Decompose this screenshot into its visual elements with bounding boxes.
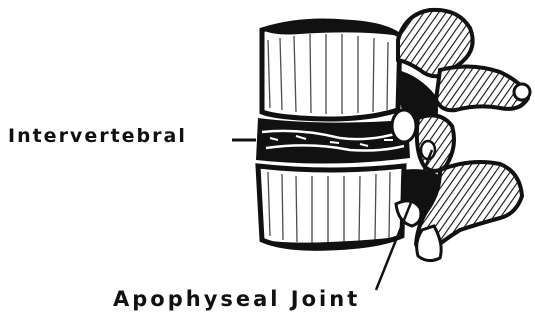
upper-vertebral-body — [262, 21, 400, 119]
apophyseal-joint-label: Apophyseal Joint — [113, 287, 360, 311]
intervertebral-disc — [256, 118, 410, 164]
apophyseal-joint — [392, 110, 454, 171]
intervertebral-label: Intervertebral — [8, 125, 187, 147]
lower-posterior-arch — [396, 162, 522, 261]
lower-vertebral-body — [258, 166, 404, 248]
